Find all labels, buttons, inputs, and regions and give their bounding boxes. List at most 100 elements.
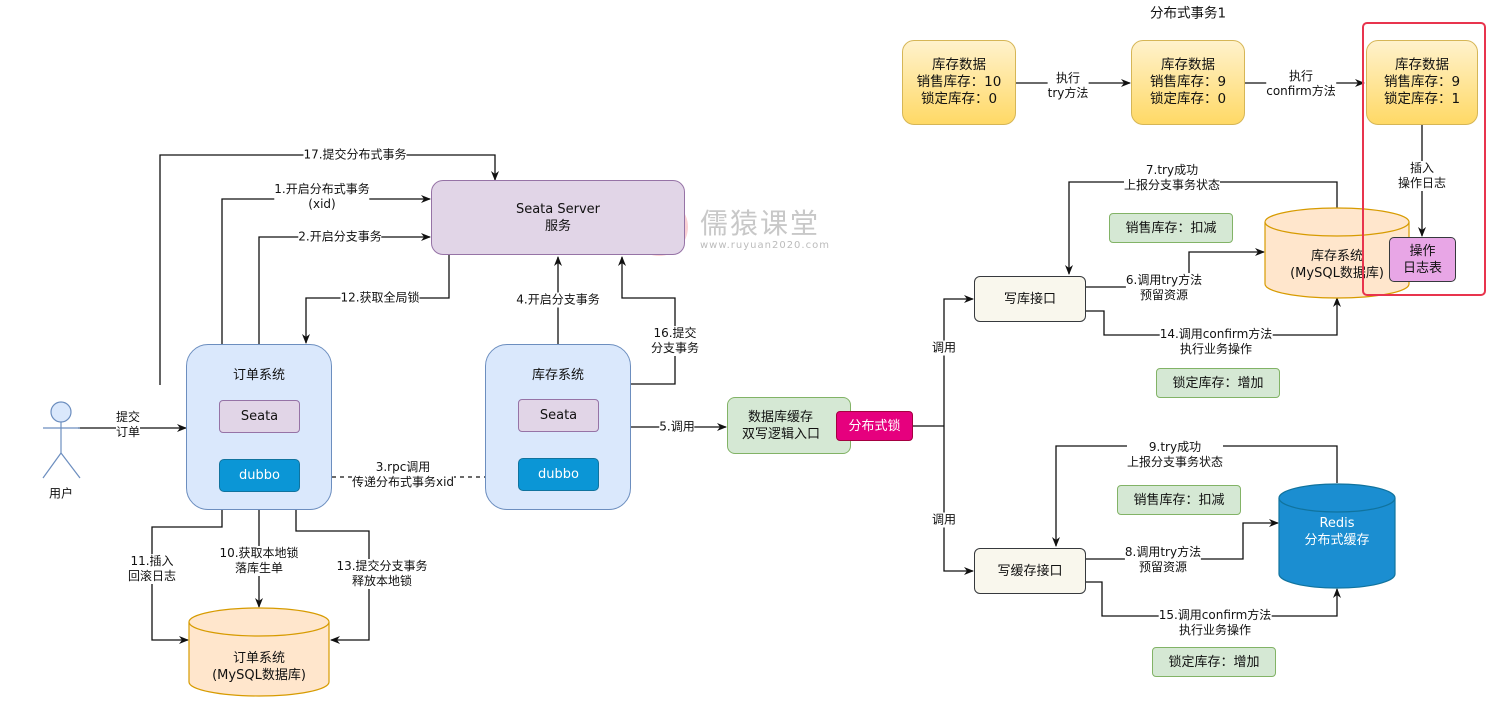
edge-10-line2: 落库生单: [234, 561, 283, 575]
edge-7-line1: 7.try成功: [1145, 163, 1199, 177]
edge-3-line1: 3.rpc调用: [375, 460, 431, 474]
edge-11-line2: 回滚日志: [127, 569, 177, 583]
edge-17-label: 17.提交分布式事务: [303, 147, 407, 163]
order-system-title: 订单系统: [232, 368, 285, 383]
redis-node[interactable]: Redis 分布式缓存: [1279, 510, 1395, 554]
edge-12-label: 12.获取全局锁: [340, 290, 420, 306]
edge-3-label: 3.rpc调用 传递分布式事务xid: [351, 460, 455, 490]
stock-db-label: 库存系统: [1310, 249, 1363, 264]
stock-state-after-confirm[interactable]: 库存数据 销售库存：9 锁定库存：1: [1366, 40, 1478, 125]
stock-system-title: 库存系统: [531, 368, 584, 383]
edge-4-label: 4.开启分支事务: [516, 292, 600, 308]
edge-16-line2: 分支事务: [650, 341, 700, 355]
stock-state-title: 库存数据: [1161, 57, 1215, 73]
stock-db-cylinder: [1264, 207, 1410, 299]
stock-state-sale: 销售库存：10: [916, 74, 1002, 90]
cache-locked-stock-tag: 锁定库存：增加: [1152, 647, 1276, 677]
edge-10-line1: 10.获取本地锁: [219, 546, 299, 560]
write-cache-api-node[interactable]: 写缓存接口: [974, 548, 1086, 594]
edge-13-line2: 释放本地锁: [351, 574, 412, 588]
stock-db-node[interactable]: 库存系统 (MySQL数据库): [1265, 245, 1409, 285]
submit-line1: 提交: [115, 410, 141, 424]
edge-13-label: 13.提交分支事务 释放本地锁: [336, 559, 428, 589]
edge-8-line2: 预留资源: [1138, 560, 1188, 574]
edge-8-label: 8.调用try方法 预留资源: [1124, 545, 1202, 575]
edge-16-label: 16.提交 分支事务: [650, 326, 700, 356]
stock-db-sublabel: (MySQL数据库): [1290, 266, 1384, 281]
try-transition-label: 执行 try方法: [1047, 71, 1089, 101]
diagram-title: 分布式事务1: [1149, 5, 1227, 22]
order-db-cylinder: [188, 607, 330, 697]
dual-write-label: 数据库缓存: [748, 409, 814, 425]
stock-state-locked: 锁定库存：0: [920, 91, 998, 107]
edge-11-label: 11.插入 回滚日志: [127, 554, 177, 584]
edge-7-line2: 上报分支事务状态: [1123, 178, 1221, 192]
highlight-frame: [1362, 22, 1486, 296]
edge-call-cache: [943, 426, 974, 575]
edge-1-line2: (xid): [308, 197, 336, 211]
order-dubbo-component[interactable]: dubbo: [219, 459, 300, 492]
seata-server-label: Seata Server: [515, 201, 601, 217]
edge-14: [1086, 297, 1341, 336]
edge-13-line1: 13.提交分支事务: [336, 559, 428, 573]
edge-15-line1: 15.调用confirm方法: [1158, 608, 1272, 622]
distributed-lock-node[interactable]: 分布式锁: [836, 411, 913, 441]
stock-state-after-try[interactable]: 库存数据 销售库存：9 锁定库存：0: [1131, 40, 1245, 125]
order-db-label: 订单系统: [232, 651, 285, 666]
edge-5-label: 5.调用: [659, 419, 695, 435]
write-db-api-node[interactable]: 写库接口: [974, 276, 1086, 322]
insert-log-line1: 插入: [1409, 161, 1435, 175]
stock-state-title: 库存数据: [932, 57, 986, 73]
db-locked-stock-tag: 锁定库存：增加: [1156, 368, 1280, 398]
edge-16: [618, 256, 676, 385]
submit-order-label: 提交 订单: [115, 410, 141, 440]
edge-9-label: 9.try成功 上报分支事务状态: [1126, 440, 1224, 470]
edge-14-label: 14.调用confirm方法 执行业务操作: [1159, 327, 1273, 357]
stock-state-locked: 锁定库存：0: [1149, 91, 1227, 107]
redis-sublabel: 分布式缓存: [1304, 533, 1370, 548]
insert-log-label: 插入 操作日志: [1397, 161, 1447, 191]
edge-11: [151, 510, 223, 644]
user-actor-icon: [42, 401, 81, 479]
edge-7-label: 7.try成功 上报分支事务状态: [1123, 163, 1221, 193]
seata-server-node[interactable]: Seata Server 服务: [431, 180, 685, 255]
edge-3-line2: 传递分布式事务xid: [351, 475, 455, 489]
confirm-line2: confirm方法: [1266, 84, 1336, 98]
redis-cylinder: [1278, 483, 1396, 589]
op-log-label: 操作: [1409, 243, 1436, 259]
redis-label: Redis: [1319, 516, 1355, 531]
op-log-table-node[interactable]: 操作 日志表: [1389, 237, 1456, 282]
watermark-brand: 儒猿课堂: [700, 207, 821, 240]
cache-sale-stock-tag: 销售库存：扣减: [1117, 485, 1241, 515]
dual-write-sublabel: 双写逻辑入口: [742, 426, 821, 442]
stock-state-initial[interactable]: 库存数据 销售库存：10 锁定库存：0: [902, 40, 1016, 125]
dual-write-entry-node[interactable]: 数据库缓存 双写逻辑入口: [727, 397, 851, 454]
try-line2: try方法: [1047, 86, 1089, 100]
edge-1-label: 1.开启分布式事务 (xid): [274, 182, 370, 212]
edge-16-line1: 16.提交: [653, 326, 697, 340]
watermark-url: www.ruyuan2020.com: [700, 240, 830, 251]
edge-1: [221, 195, 431, 345]
edge-9-line2: 上报分支事务状态: [1126, 455, 1224, 469]
op-log-sublabel: 日志表: [1402, 260, 1442, 276]
stock-state-title: 库存数据: [1395, 57, 1449, 73]
edge-14-line1: 14.调用confirm方法: [1159, 327, 1273, 341]
edge-8-line1: 8.调用try方法: [1124, 545, 1202, 559]
edge-11-line1: 11.插入: [130, 554, 174, 568]
order-db-sublabel: (MySQL数据库): [212, 668, 306, 683]
stock-dubbo-component[interactable]: dubbo: [518, 458, 599, 491]
edge-13: [295, 510, 370, 644]
order-seata-component[interactable]: Seata: [219, 400, 300, 433]
stock-seata-component[interactable]: Seata: [518, 399, 599, 432]
edge-15-label: 15.调用confirm方法 执行业务操作: [1158, 608, 1272, 638]
insert-log-line2: 操作日志: [1397, 176, 1447, 190]
order-db-node[interactable]: 订单系统 (MySQL数据库): [189, 645, 329, 689]
confirm-transition-label: 执行 confirm方法: [1266, 69, 1336, 99]
edge-15-line2: 执行业务操作: [1178, 623, 1252, 637]
seata-server-sublabel: 服务: [544, 218, 571, 234]
edge-6-label: 6.调用try方法 预留资源: [1125, 273, 1203, 303]
edge-6-line1: 6.调用try方法: [1125, 273, 1203, 287]
stock-state-sale: 销售库存：9: [1149, 74, 1227, 90]
edge-2-label: 2.开启分支事务: [298, 229, 382, 245]
